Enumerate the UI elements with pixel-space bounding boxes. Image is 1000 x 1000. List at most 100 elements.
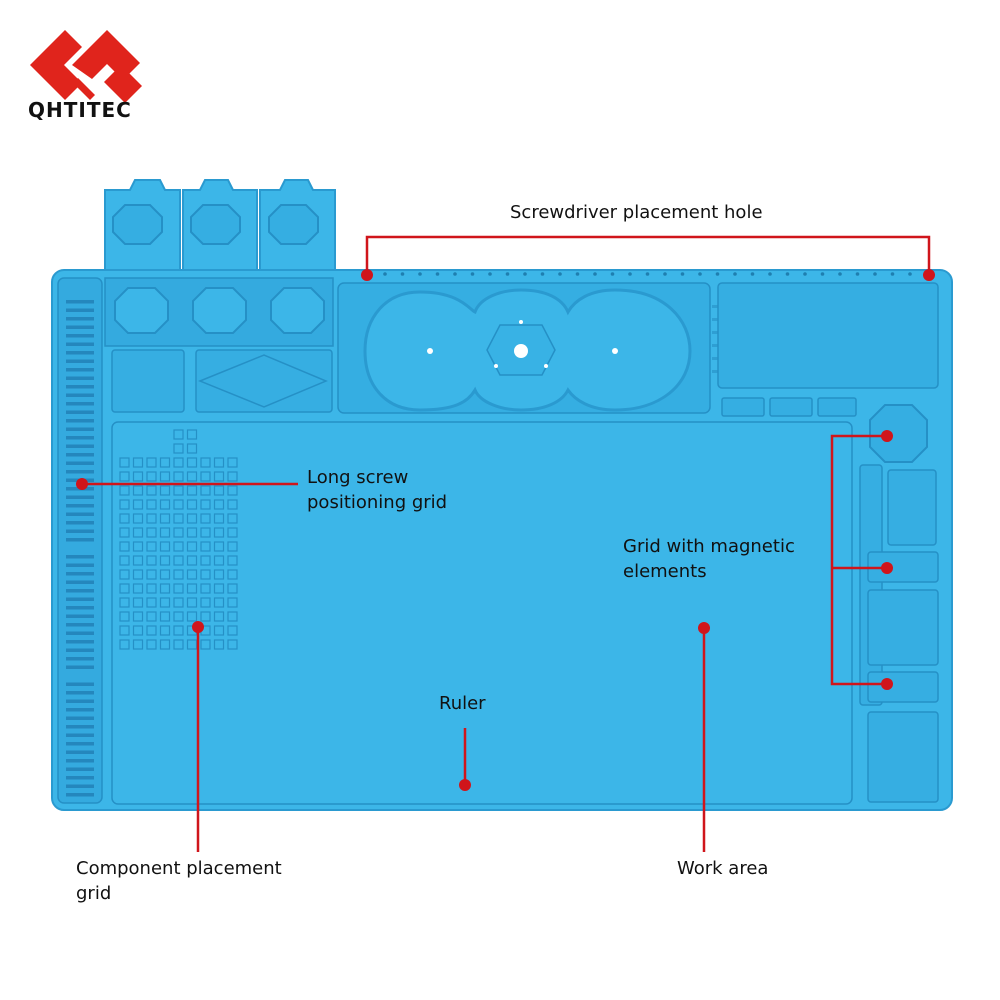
ruler-tick bbox=[66, 589, 94, 593]
grid-cell bbox=[227, 513, 238, 524]
grid-cell bbox=[173, 471, 184, 482]
screw-hole bbox=[855, 272, 860, 276]
grid-cell bbox=[213, 457, 225, 468]
grid-cell bbox=[146, 471, 157, 482]
grid-cell bbox=[186, 499, 198, 510]
grid-cell bbox=[213, 625, 225, 636]
grid-cell bbox=[186, 639, 198, 650]
grid-cell bbox=[213, 611, 225, 622]
grid-cell bbox=[186, 541, 198, 552]
ruler-tick bbox=[66, 691, 94, 695]
ruler-tick bbox=[66, 606, 94, 610]
grid-cell bbox=[213, 583, 225, 594]
grid-cell bbox=[132, 569, 144, 580]
grid-cell bbox=[227, 597, 238, 608]
label-work-area: Work area bbox=[677, 858, 769, 879]
grid-cell bbox=[213, 471, 225, 482]
screw-hole bbox=[750, 272, 755, 276]
grid-cell bbox=[146, 555, 157, 566]
ruler-tick bbox=[66, 410, 94, 414]
grid-cell bbox=[146, 527, 157, 538]
grid-cell bbox=[173, 485, 184, 496]
grid-cell bbox=[227, 499, 238, 510]
grid-cell bbox=[173, 527, 184, 538]
grid-cell bbox=[173, 429, 184, 440]
grid-cell bbox=[146, 485, 157, 496]
grid-cell bbox=[200, 499, 211, 510]
grid-cell bbox=[119, 625, 130, 636]
screw-hole bbox=[575, 272, 580, 276]
ruler-tick bbox=[66, 640, 94, 644]
ruler-tick bbox=[66, 657, 94, 661]
grid-cell bbox=[213, 555, 225, 566]
grid-cell bbox=[159, 527, 171, 538]
grid-cell bbox=[227, 457, 238, 468]
ruler-tick bbox=[66, 308, 94, 312]
ruler-tick bbox=[66, 385, 94, 389]
ruler-tick bbox=[66, 623, 94, 627]
grid-cell bbox=[159, 611, 171, 622]
grid-cell bbox=[132, 471, 144, 482]
ruler-tick bbox=[66, 427, 94, 431]
small-slots bbox=[721, 397, 857, 417]
ruler-tick bbox=[66, 368, 94, 372]
grid-cell bbox=[186, 513, 198, 524]
grid-cell bbox=[173, 569, 184, 580]
grid-cell bbox=[159, 569, 171, 580]
ruler-tick bbox=[66, 453, 94, 457]
grid-cell bbox=[132, 457, 144, 468]
right-compartments bbox=[859, 464, 939, 803]
rectangle-tray bbox=[717, 282, 939, 389]
grid-cell bbox=[200, 555, 211, 566]
grid-cell bbox=[119, 499, 130, 510]
screw-hole bbox=[680, 272, 685, 276]
grid-cell bbox=[132, 597, 144, 608]
grid-cell bbox=[173, 499, 184, 510]
grid-cell bbox=[200, 513, 211, 524]
ruler-tick bbox=[66, 393, 94, 397]
screw-hole bbox=[453, 272, 457, 276]
grid-cell bbox=[132, 583, 144, 594]
grid-cell bbox=[200, 583, 211, 594]
ruler-tick bbox=[66, 334, 94, 338]
annotation-dots bbox=[76, 269, 935, 791]
screw-hole bbox=[663, 272, 667, 276]
annotations bbox=[82, 235, 931, 852]
ruler-tick bbox=[66, 376, 94, 380]
grid-cell bbox=[119, 513, 130, 524]
grid-cell bbox=[200, 485, 211, 496]
grid-cell bbox=[132, 639, 144, 650]
ruler-tick bbox=[66, 716, 94, 720]
grid-cell bbox=[213, 513, 225, 524]
screw-hole bbox=[698, 272, 702, 276]
brand-logo bbox=[30, 30, 142, 103]
screw-hole bbox=[593, 272, 597, 276]
screw-hole bbox=[908, 272, 912, 276]
ruler-tick bbox=[66, 784, 94, 788]
grid-cell bbox=[227, 541, 238, 552]
grid-cell bbox=[132, 513, 144, 524]
label-ruler: Ruler bbox=[439, 693, 486, 714]
diamond-shape bbox=[198, 354, 328, 408]
grid-cell bbox=[119, 611, 130, 622]
grid-cell bbox=[186, 583, 198, 594]
grid-cell bbox=[146, 639, 157, 650]
ruler-ticks bbox=[66, 300, 94, 797]
ruler-tick bbox=[66, 631, 94, 635]
ruler-tick bbox=[66, 419, 94, 423]
grid-cell bbox=[213, 569, 225, 580]
ruler-tick bbox=[66, 521, 94, 525]
grid-cell bbox=[119, 639, 130, 650]
ruler-tick bbox=[66, 300, 94, 304]
small-compartments bbox=[111, 349, 333, 413]
screw-hole bbox=[400, 272, 405, 276]
ruler-tick bbox=[66, 648, 94, 652]
grid-cell bbox=[173, 555, 184, 566]
screw-hole bbox=[645, 272, 650, 276]
grid-cell bbox=[186, 429, 198, 440]
ruler-tick bbox=[66, 733, 94, 737]
grid-cell bbox=[159, 625, 171, 636]
grid-cell bbox=[159, 597, 171, 608]
grid-cell bbox=[146, 625, 157, 636]
